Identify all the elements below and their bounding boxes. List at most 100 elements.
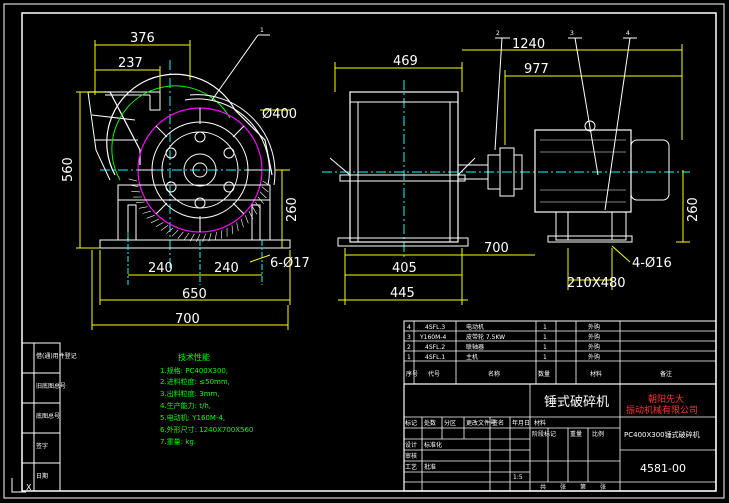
- grate-bar: [231, 225, 234, 235]
- dim-260-front: 260: [285, 197, 300, 222]
- product-name: 锤式破碎机: [544, 395, 609, 410]
- grate-bar: [160, 225, 169, 231]
- grate-bar: [196, 233, 201, 243]
- svg-text:4: 4: [407, 324, 411, 331]
- balloon-3: 3: [570, 30, 574, 37]
- svg-text:1: 1: [543, 334, 547, 341]
- svg-text:皮带轮 7.5KW: 皮带轮 7.5KW: [466, 333, 505, 341]
- tb-label-no: 第: [580, 483, 586, 491]
- grate-bar: [171, 229, 179, 237]
- strip-label-3: 底图总号: [36, 412, 60, 420]
- dim-700-side: 700: [484, 241, 509, 256]
- tb-label-zone: 分区: [444, 419, 456, 427]
- grate-bar: [138, 206, 148, 209]
- screen-grate: [128, 178, 271, 243]
- grate-bar: [128, 178, 138, 182]
- spec-line-1: 1.规格: PC400X300,: [160, 366, 228, 375]
- tb-label-sign: 签名: [492, 419, 504, 427]
- spec-line-3: 3.出料粒度: 3mm,: [160, 389, 220, 398]
- grate-bar: [261, 186, 269, 193]
- dim-1240: 1240: [512, 37, 545, 52]
- dim-210x480: 210X480: [567, 276, 626, 291]
- svg-text:联轴器: 联轴器: [466, 343, 484, 351]
- svg-text:4SFL.1: 4SFL.1: [425, 354, 445, 361]
- tb-label-sheet: 张: [600, 483, 606, 491]
- svg-text:外购: 外购: [588, 323, 600, 331]
- dim-445: 445: [390, 286, 415, 301]
- svg-text:3: 3: [407, 334, 411, 341]
- bom-table: 4 4SFL.3 电动机 1 外购 3 Y160M-4 皮带轮 7.5KW 1 …: [403, 320, 717, 385]
- strip-label-5: 日期: [36, 472, 48, 480]
- svg-text:主机: 主机: [466, 353, 478, 361]
- grate-bar: [236, 222, 239, 232]
- svg-text:Y160M-4: Y160M-4: [419, 334, 446, 341]
- strip-label-2: 旧底图总号: [36, 382, 66, 390]
- title-block: 锤式破碎机 朝阳先大 振动机械有限公司 PC400X300锤式破碎机 4581-…: [403, 383, 717, 492]
- side-view: 469 1240 977 260 700 405 445 210X480 4-Ø…: [322, 30, 701, 305]
- svg-text:序号: 序号: [406, 370, 418, 378]
- svg-text:数量: 数量: [538, 370, 550, 378]
- strip-label-1: 借(通)用件登记: [36, 352, 77, 360]
- dim-holes-4: 4-Ø16: [632, 256, 672, 271]
- dim-977: 977: [524, 62, 549, 77]
- company-line-1: 朝阳先大: [648, 393, 684, 405]
- dim-469: 469: [393, 54, 418, 69]
- bom-row-4: 4 4SFL.3 电动机 1 外购: [407, 323, 600, 331]
- dim-560: 560: [61, 157, 76, 182]
- grate-bar: [202, 233, 206, 243]
- dim-700-front: 700: [175, 312, 200, 327]
- svg-text:外购: 外购: [588, 343, 600, 351]
- tb-label-sheets: 张: [560, 483, 566, 491]
- grate-bar: [166, 227, 174, 234]
- tb-label-total: 共: [540, 483, 546, 491]
- ucs-axis-icon: X: [11, 478, 32, 493]
- spec-line-2: 2.进料粒度: ≤50mm,: [160, 377, 230, 386]
- svg-text:1: 1: [543, 344, 547, 351]
- company-line-2: 振动机械有限公司: [626, 404, 698, 416]
- tb-label-date: 年月日: [512, 419, 530, 427]
- spec-line-4: 4.生产能力: t/h,: [160, 401, 211, 410]
- svg-text:1: 1: [543, 354, 547, 361]
- left-registration-strip: 借(通)用件登记 旧底图总号 底图总号 签字 日期: [21, 342, 77, 492]
- sheet-border-inner: [21, 12, 717, 492]
- grate-bar: [183, 232, 190, 241]
- strip-label-4: 签字: [36, 442, 48, 450]
- svg-text:4SFL.2: 4SFL.2: [425, 344, 445, 351]
- tb-label-change: 更改文件号: [466, 419, 496, 427]
- svg-text:外购: 外购: [588, 353, 600, 361]
- svg-text:1: 1: [543, 324, 547, 331]
- front-view: 376 237 560 260 Ø400 240 240 650 700 6-Ø…: [61, 27, 310, 330]
- tb-label-count: 处数: [424, 419, 436, 427]
- grate-bar: [135, 201, 145, 204]
- svg-text:1: 1: [407, 354, 411, 361]
- scale: 1:5: [513, 474, 523, 481]
- spec-line-6: 6.外形尺寸: 1240X700X560: [160, 425, 253, 434]
- dim-237: 237: [118, 56, 143, 71]
- tb-label-process: 工艺: [405, 463, 417, 471]
- dim-650: 650: [182, 287, 207, 302]
- grate-bar: [245, 215, 249, 224]
- grate-bar: [150, 218, 160, 224]
- tb-label-mark: 标记: [405, 419, 417, 427]
- grate-bar: [214, 231, 217, 241]
- dim-240-right: 240: [214, 261, 239, 276]
- svg-text:X: X: [26, 483, 32, 492]
- grate-bar: [142, 210, 152, 214]
- balloon-4: 4: [626, 30, 630, 37]
- balloon-1: 1: [260, 27, 264, 34]
- svg-text:代号: 代号: [428, 370, 440, 378]
- tb-label-design: 设计: [405, 441, 417, 449]
- grate-bar: [240, 218, 244, 228]
- model-name: PC400X300锤式破碎机: [624, 430, 700, 439]
- tech-spec: 技术性能 1.规格: PC400X300, 2.进料粒度: ≤50mm, 3.出…: [160, 352, 253, 446]
- tb-label-weight: 重量: [570, 430, 582, 438]
- material-label: 材料: [534, 419, 546, 427]
- grate-bar: [220, 230, 223, 239]
- balloon-2: 2: [496, 30, 500, 37]
- svg-text:4SFL.3: 4SFL.3: [425, 324, 445, 331]
- grate-bar: [146, 215, 155, 219]
- dim-dia-400: Ø400: [262, 107, 297, 122]
- grate-bar: [131, 190, 140, 193]
- spec-line-7: 7.重量: kg.: [160, 438, 196, 446]
